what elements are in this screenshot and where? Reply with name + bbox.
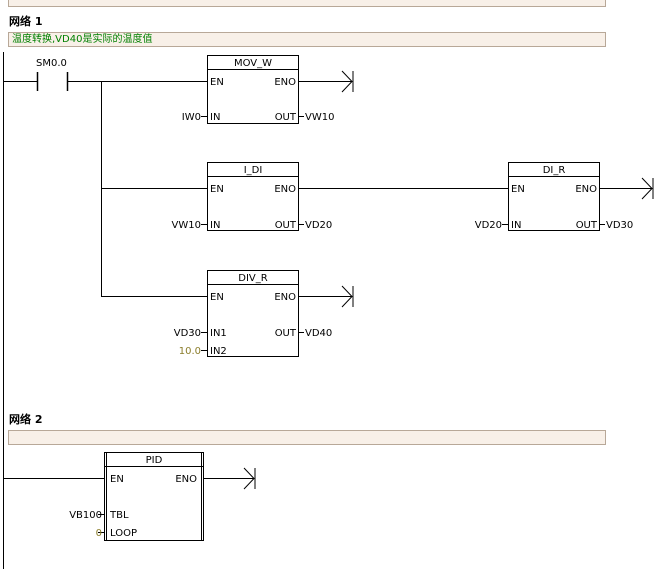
in1-pin: IN1 (210, 328, 227, 339)
block-name: DIV_R (238, 273, 267, 284)
div-r-out-operand[interactable]: VD40 (305, 328, 332, 339)
previous-comment-bar (8, 0, 606, 7)
block-name: PID (146, 455, 163, 466)
en-pin: EN (210, 77, 224, 88)
tbl-pin: TBL (109, 510, 129, 521)
mov-w-in-operand[interactable]: IW0 (182, 112, 201, 123)
in-pin: IN (511, 220, 521, 231)
block-name: MOV_W (234, 58, 272, 69)
out-pin: OUT (275, 328, 297, 339)
in-pin: IN (210, 112, 220, 123)
eno-pin: ENO (274, 184, 296, 195)
block-name: I_DI (244, 165, 263, 176)
div-r-in1-operand[interactable]: VD30 (174, 328, 201, 339)
div-r-block[interactable]: DIV_R EN ENO IN1 IN2 OUT (207, 270, 299, 358)
eno-pin: ENO (274, 292, 296, 303)
network-1-comment[interactable]: 温度转换,VD40是实际的温度值 (8, 32, 606, 47)
i-di-block[interactable]: I_DI EN ENO IN OUT (207, 162, 299, 232)
out-pin: OUT (576, 220, 598, 231)
in-pin: IN (210, 220, 220, 231)
i-di-in-operand[interactable]: VW10 (172, 220, 201, 231)
loop-pin: LOOP (110, 528, 137, 539)
out-pin: OUT (275, 112, 297, 123)
out-pin: OUT (275, 220, 297, 231)
contact-sm0-0[interactable]: SM0.0 (36, 58, 69, 91)
eno-pin: ENO (274, 77, 296, 88)
div-r-in2-constant[interactable]: 10.0 (179, 346, 201, 357)
mov-w-block[interactable]: MOV_W EN ENO IN OUT (207, 55, 299, 124)
network-2-title[interactable]: 网络 2 (9, 413, 43, 426)
en-pin: EN (511, 184, 525, 195)
en-pin: EN (210, 184, 224, 195)
pid-loop-constant[interactable]: 0 (96, 528, 102, 539)
contact-label: SM0.0 (36, 58, 67, 69)
di-r-block[interactable]: DI_R EN ENO IN OUT (508, 162, 600, 232)
network-2-comment[interactable] (8, 430, 606, 445)
pid-block[interactable]: PID EN ENO TBL LOOP (104, 452, 204, 541)
di-r-out-operand[interactable]: VD30 (606, 220, 633, 231)
network-1-title[interactable]: 网络 1 (9, 15, 43, 28)
en-pin: EN (210, 292, 224, 303)
eno-pin: ENO (175, 474, 197, 485)
mov-w-out-operand[interactable]: VW10 (305, 112, 334, 123)
i-di-out-operand[interactable]: VD20 (305, 220, 332, 231)
di-r-in-operand[interactable]: VD20 (475, 220, 502, 231)
eno-pin: ENO (575, 184, 597, 195)
en-pin: EN (110, 474, 124, 485)
pid-tbl-operand[interactable]: VB100 (69, 510, 102, 521)
in2-pin: IN2 (210, 346, 227, 357)
block-name: DI_R (543, 165, 566, 176)
